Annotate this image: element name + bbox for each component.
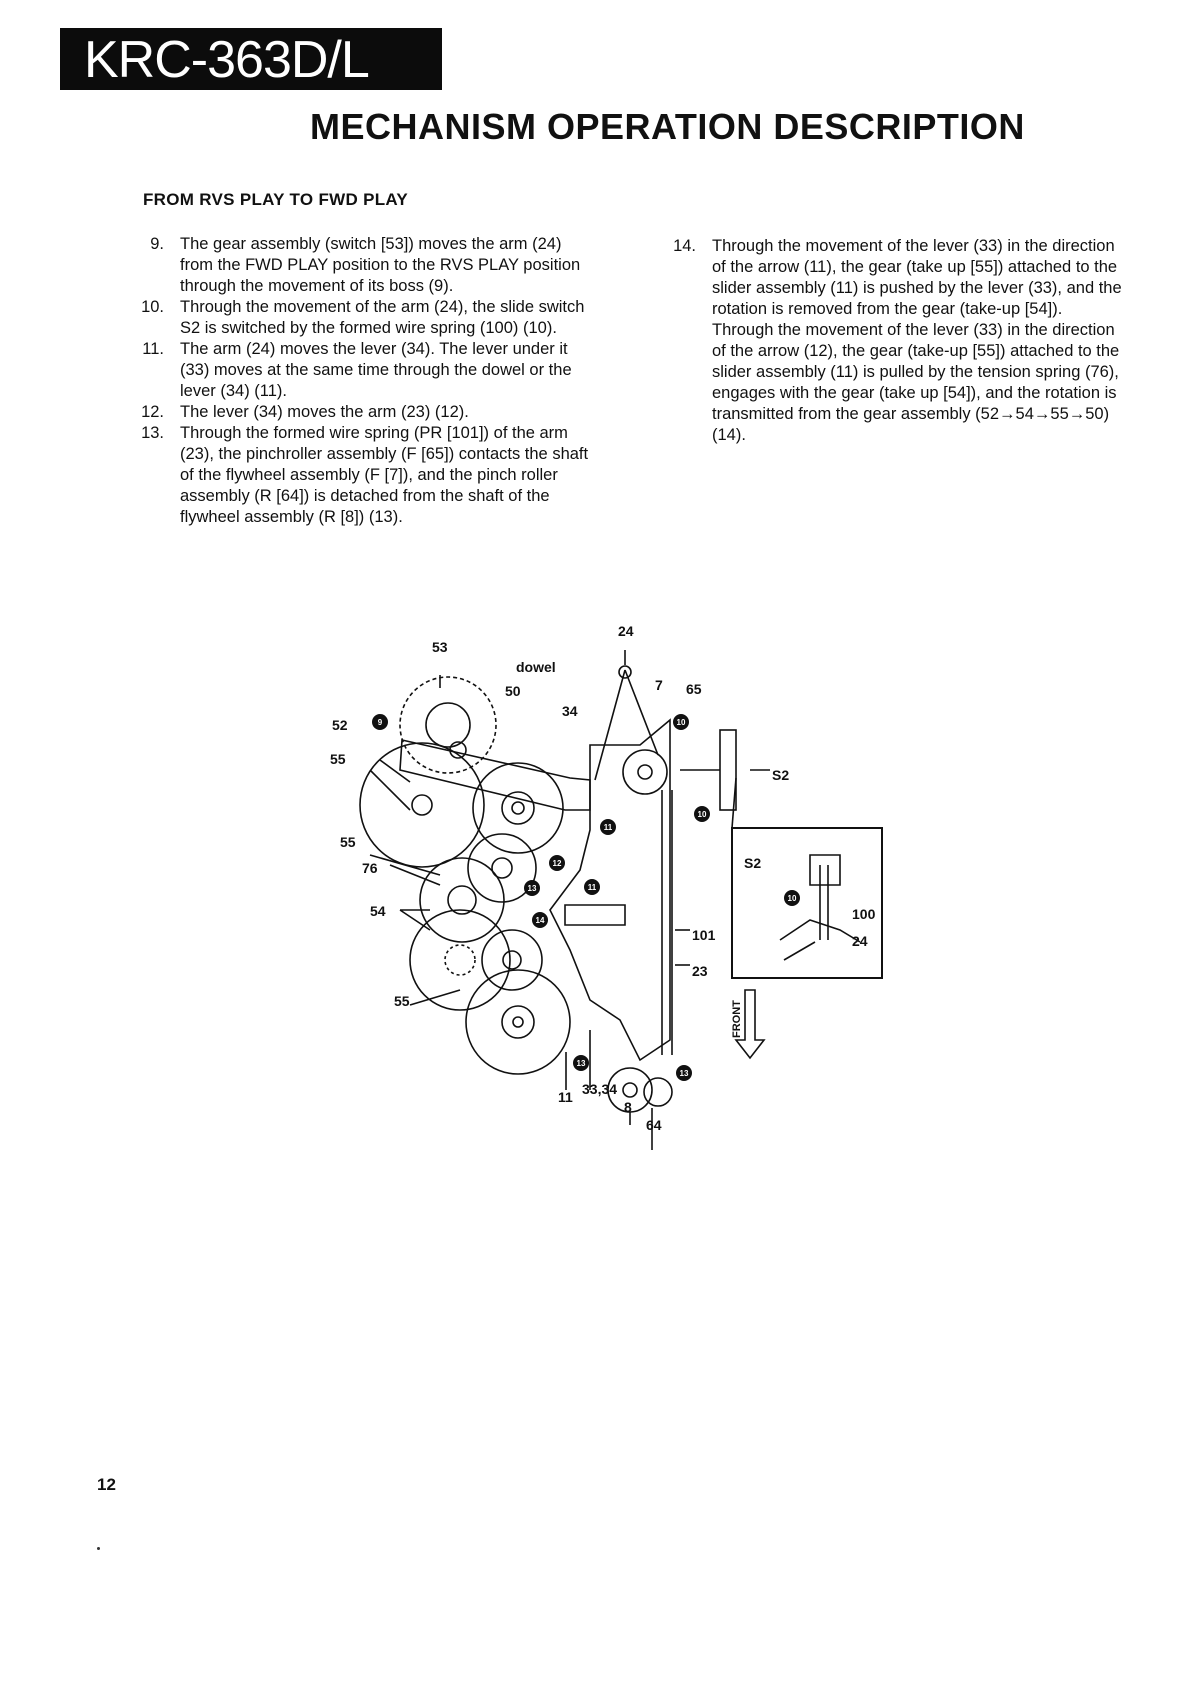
step-marker: 14 [532, 912, 548, 928]
step-continuation: Through the movement of the lever (33) i… [660, 320, 1130, 446]
label-55c: 55 [394, 993, 410, 1009]
arm-23 [661, 790, 673, 1055]
slider-slot [564, 904, 626, 926]
step-number: 10. [141, 298, 164, 316]
label-24: 24 [618, 623, 634, 639]
step-number: 13. [141, 424, 164, 442]
label-55a: 55 [330, 751, 346, 767]
step-marker: 10 [784, 890, 800, 906]
label-52: 52 [332, 717, 348, 733]
step-item: 12. The lever (34) moves the arm (23) (12… [128, 402, 598, 423]
label-53: 53 [432, 639, 448, 655]
label-55b: 55 [340, 834, 356, 850]
front-arrow-icon [734, 989, 766, 1060]
label-11: 11 [558, 1089, 573, 1105]
step-marker: 9 [372, 714, 388, 730]
step-text: The arm (24) moves the lever (34). The l… [180, 340, 572, 400]
label-33-34: 33,34 [582, 1081, 617, 1097]
inset-label-s2: S2 [744, 855, 761, 871]
page-title: MECHANISM OPERATION DESCRIPTION [310, 106, 1025, 147]
step-item: 10. Through the movement of the arm (24),… [128, 297, 598, 339]
step-marker: 13 [676, 1065, 692, 1081]
pinch-roller-r [643, 1077, 673, 1107]
label-34: 34 [562, 703, 578, 719]
inset-label-24: 24 [852, 933, 868, 949]
pinch-roller-f [622, 749, 668, 795]
label-101: 101 [692, 927, 716, 943]
steps-right-column: 14. Through the movement of the lever (33… [660, 236, 1130, 446]
arm-24 [594, 669, 659, 781]
svg-text:11: 11 [604, 823, 613, 832]
step-item: 13. Through the formed wire spring (PR [1… [128, 423, 598, 528]
front-label: FRONT [731, 1000, 743, 1038]
step-text: The gear assembly (switch [53]) moves th… [180, 235, 581, 295]
gear-52 [359, 742, 485, 868]
gear-53 [399, 676, 497, 774]
label-23: 23 [692, 963, 708, 979]
gear-53-hub [425, 702, 471, 748]
label-7: 7 [655, 677, 663, 693]
svg-text:12: 12 [553, 859, 562, 868]
step-text: Through the movement of the lever (33) i… [712, 321, 1120, 444]
step-number: 14. [673, 237, 696, 255]
gear-50-hub [501, 791, 535, 825]
step-item: 9. The gear assembly (switch [53]) moves … [128, 234, 598, 297]
step-text: Through the formed wire spring (PR [101]… [180, 424, 589, 526]
stray-dot [97, 1547, 100, 1550]
step-marker: 10 [694, 806, 710, 822]
label-65: 65 [686, 681, 702, 697]
svg-text:11: 11 [588, 883, 597, 892]
svg-text:13: 13 [680, 1069, 689, 1078]
inset-box [731, 827, 883, 979]
mechanism-diagram: 53 24 dowel 50 34 7 65 52 55 55 76 54 55… [330, 623, 883, 1150]
label-50: 50 [505, 683, 521, 699]
gear-54-small [481, 929, 543, 991]
gear-55-upper [419, 857, 505, 943]
label-s2: S2 [772, 767, 789, 783]
label-76: 76 [362, 860, 378, 876]
steps-left-column: 9. The gear assembly (switch [53]) moves … [128, 234, 598, 528]
step-text: Through the movement of the arm (24), th… [180, 298, 585, 337]
step-marker: 11 [600, 819, 616, 835]
model-number: KRC-363D/L [84, 31, 370, 89]
label-dowel: dowel [516, 659, 556, 675]
inset-label-100: 100 [852, 906, 876, 922]
svg-text:10: 10 [698, 810, 707, 819]
model-header-block: KRC-363D/L [60, 28, 442, 90]
step-item: 14. Through the movement of the lever (33… [660, 236, 1130, 320]
section-title: FROM RVS PLAY TO FWD PLAY [143, 190, 409, 209]
svg-text:10: 10 [677, 718, 686, 727]
step-marker: 13 [573, 1055, 589, 1071]
step-number: 11. [142, 340, 164, 358]
gear-54 [409, 909, 511, 1011]
gear-55-small [467, 833, 537, 903]
step-marker: 12 [549, 855, 565, 871]
svg-text:13: 13 [577, 1059, 586, 1068]
step-marker: 13 [524, 880, 540, 896]
gear-52-hub [411, 794, 433, 816]
svg-text:14: 14 [536, 916, 545, 925]
page-number: 12 [97, 1475, 116, 1494]
step-item: 11. The arm (24) moves the lever (34). Th… [128, 339, 598, 402]
gear-55-lower [465, 969, 571, 1075]
step-number: 9. [150, 235, 164, 253]
label-8: 8 [624, 1099, 632, 1115]
step-text: The lever (34) moves the arm (23) (12). [180, 403, 469, 421]
gear-50 [472, 762, 564, 854]
svg-text:9: 9 [378, 718, 383, 727]
step-text: Through the movement of the lever (33) i… [712, 237, 1122, 318]
chassis-plate [549, 718, 671, 1062]
label-54: 54 [370, 903, 386, 919]
step-marker: 10 [673, 714, 689, 730]
svg-text:13: 13 [528, 884, 537, 893]
step-number: 12. [141, 403, 164, 421]
step-marker: 11 [584, 879, 600, 895]
label-64: 64 [646, 1117, 662, 1133]
svg-text:10: 10 [788, 894, 797, 903]
